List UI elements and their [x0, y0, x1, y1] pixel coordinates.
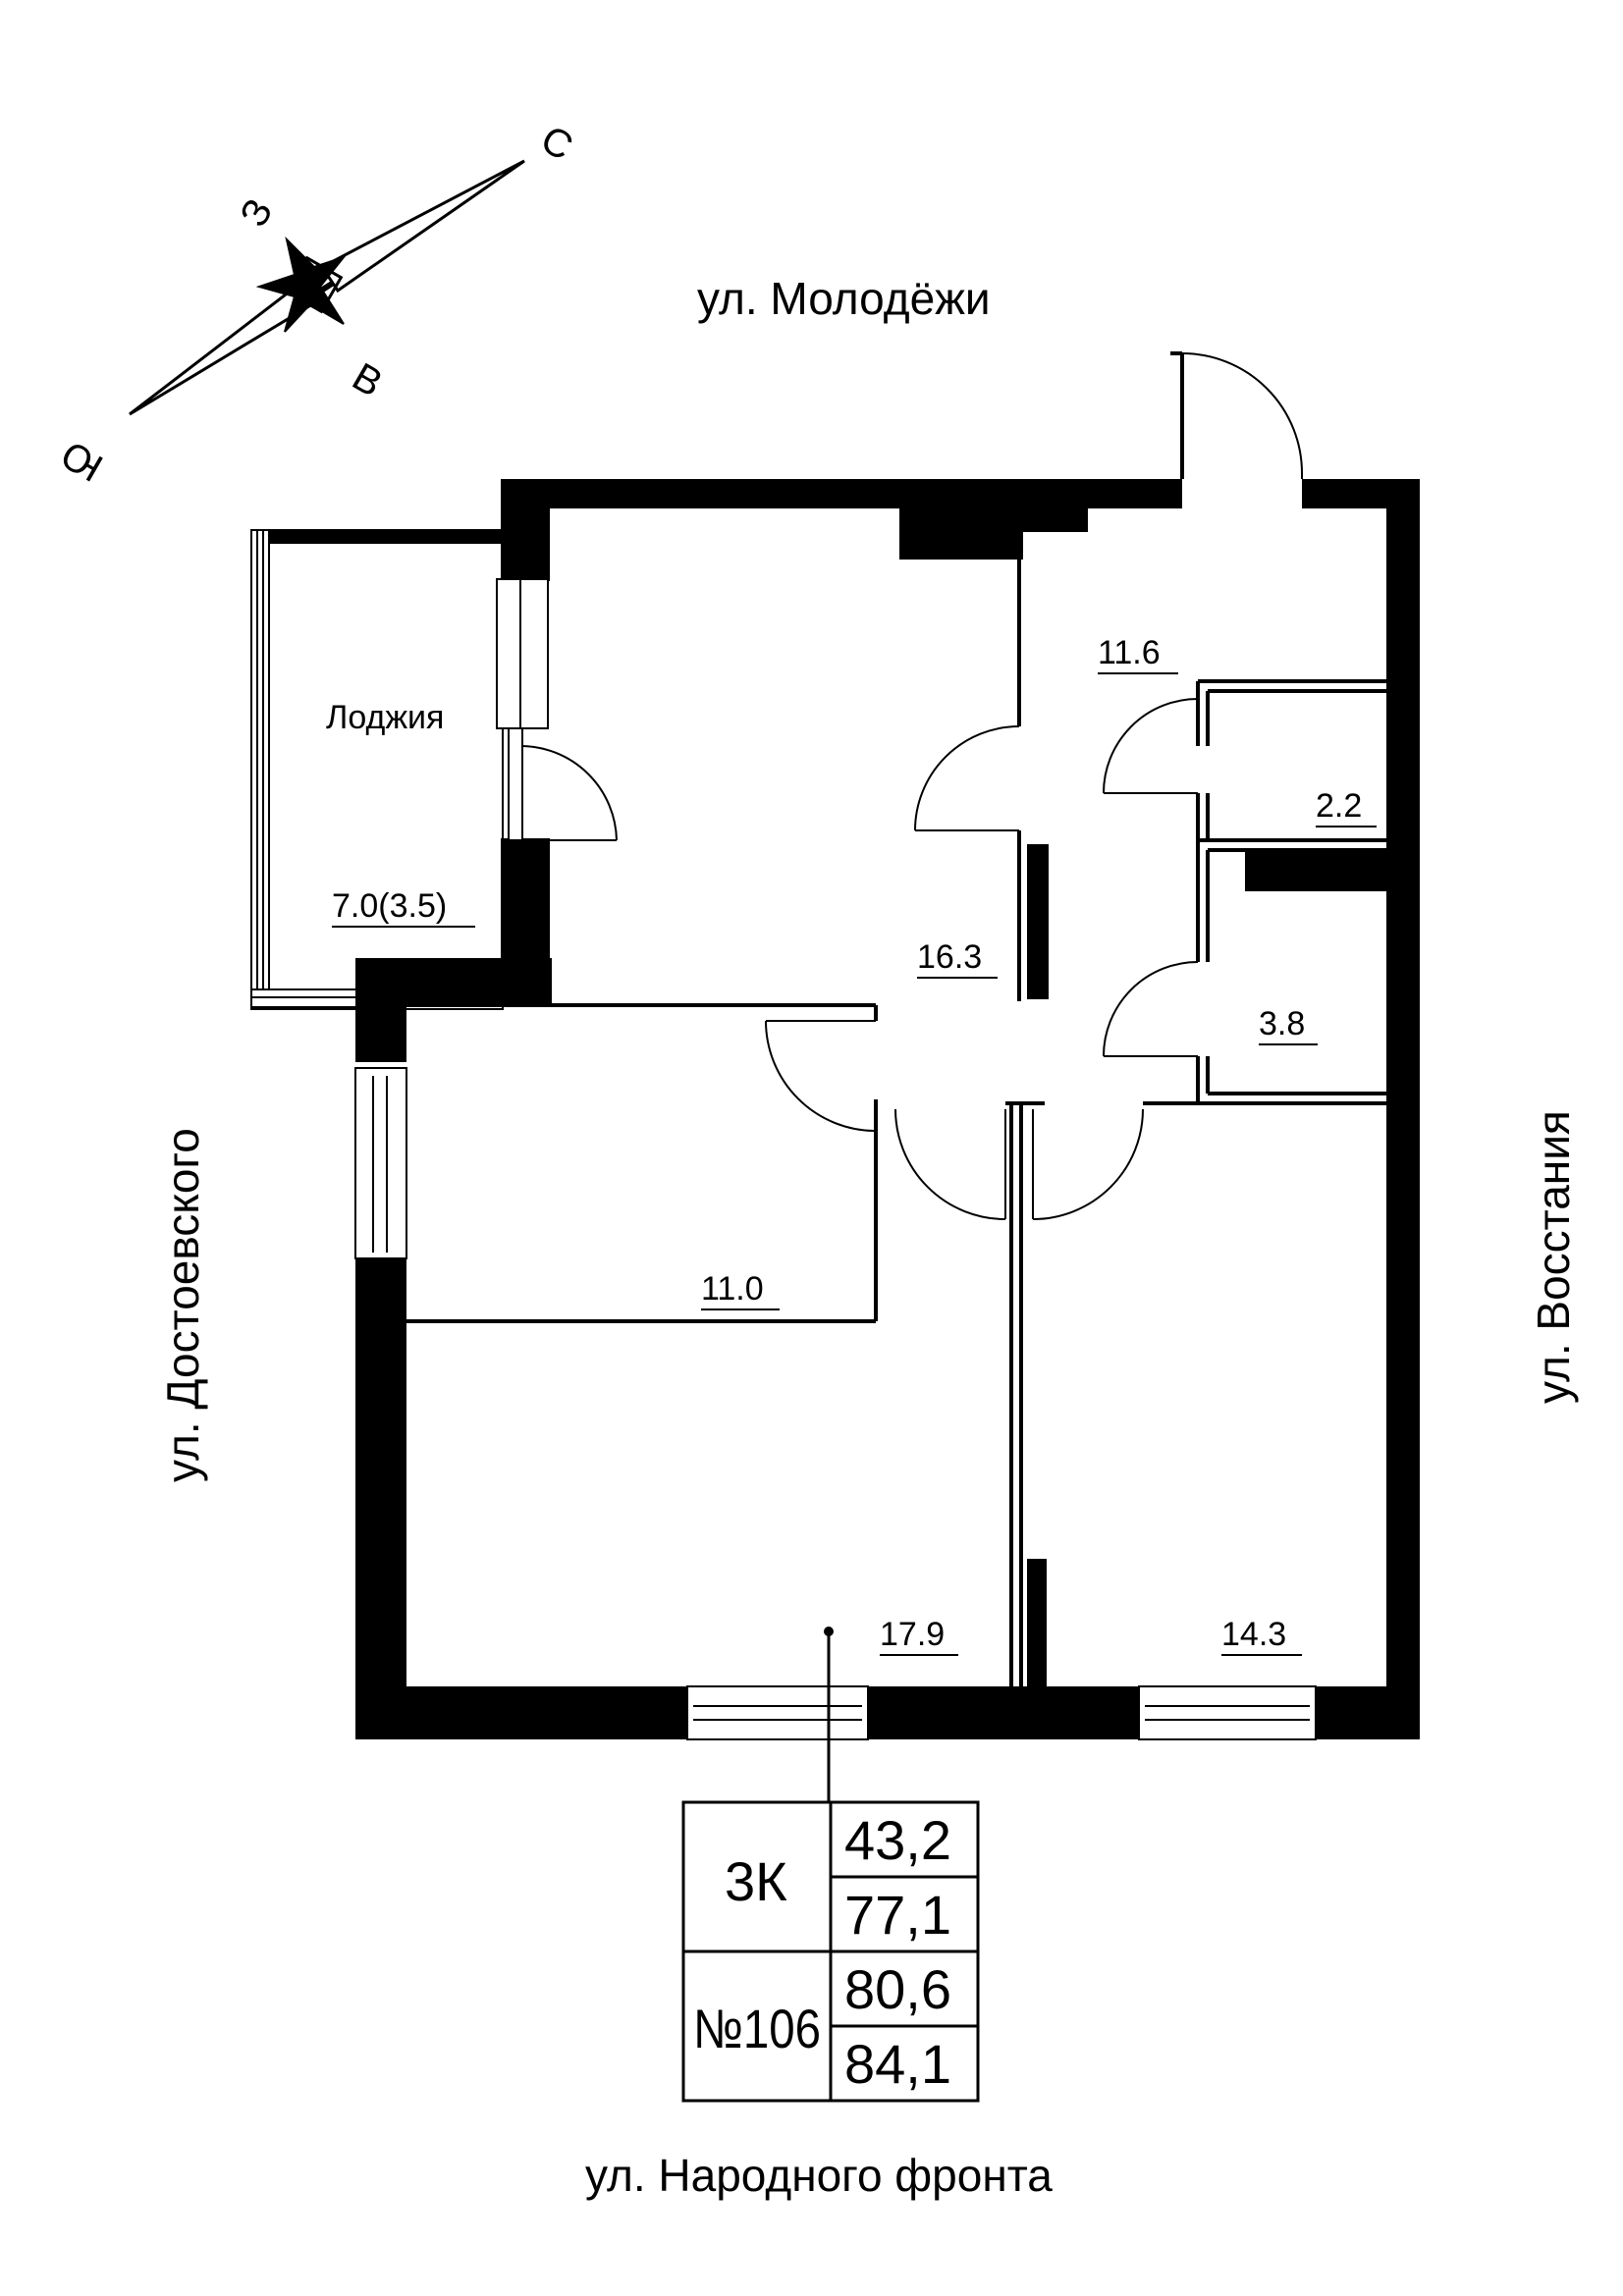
hall-area: 11.6	[1098, 634, 1178, 674]
apartment-number: №106	[693, 1998, 821, 2059]
area-with-loggia-full-value: 84,1	[844, 2033, 951, 2095]
svg-text:17.9: 17.9	[880, 1616, 945, 1653]
street-south: ул. Народного фронта	[585, 2150, 1053, 2201]
svg-text:11.6: 11.6	[1098, 634, 1161, 671]
leader-line	[824, 1627, 834, 1802]
doors	[519, 352, 1303, 1220]
windows	[354, 578, 1317, 1740]
room-area-14-3: 14.3	[1221, 1616, 1302, 1656]
bathroom-area: 3.8	[1259, 1005, 1318, 1045]
interior-walls	[405, 351, 1388, 1686]
svg-text:11.0: 11.0	[701, 1270, 764, 1308]
svg-text:3.8: 3.8	[1259, 1005, 1305, 1042]
compass-west-label: З	[232, 191, 281, 234]
area-with-loggia-reduced-value: 80,6	[844, 1958, 951, 2020]
svg-text:16.3: 16.3	[917, 938, 982, 976]
total-area-value: 77,1	[844, 1884, 951, 1946]
loggia-label: Лоджия	[326, 699, 444, 736]
svg-text:7.0(3.5): 7.0(3.5)	[332, 887, 447, 925]
apartment-type: 3К	[725, 1850, 787, 1912]
street-west: ул. Достоевского	[157, 1128, 208, 1482]
living-area-value: 43,2	[844, 1809, 951, 1871]
compass-south-label: Ю	[54, 432, 110, 489]
street-north: ул. Молодёжи	[697, 273, 991, 324]
compass-rose: С З В Ю	[54, 118, 579, 490]
room-area-16-3: 16.3	[917, 938, 998, 979]
loggia	[250, 529, 504, 1010]
compass-north-label: С	[534, 118, 580, 170]
svg-text:2.2: 2.2	[1316, 787, 1362, 825]
storage-area: 2.2	[1316, 787, 1377, 828]
loggia-area: 7.0(3.5)	[332, 887, 475, 928]
street-east: ул. Восстания	[1528, 1110, 1579, 1404]
apartment-summary-table: 3К №106 43,2 77,1 80,6 84,1	[681, 1800, 980, 2103]
compass-east-label: В	[346, 355, 390, 405]
exterior-walls	[355, 479, 1420, 1739]
svg-text:14.3: 14.3	[1221, 1616, 1286, 1653]
room-area-11-0: 11.0	[701, 1270, 780, 1310]
living-room-area: 17.9	[880, 1616, 958, 1656]
